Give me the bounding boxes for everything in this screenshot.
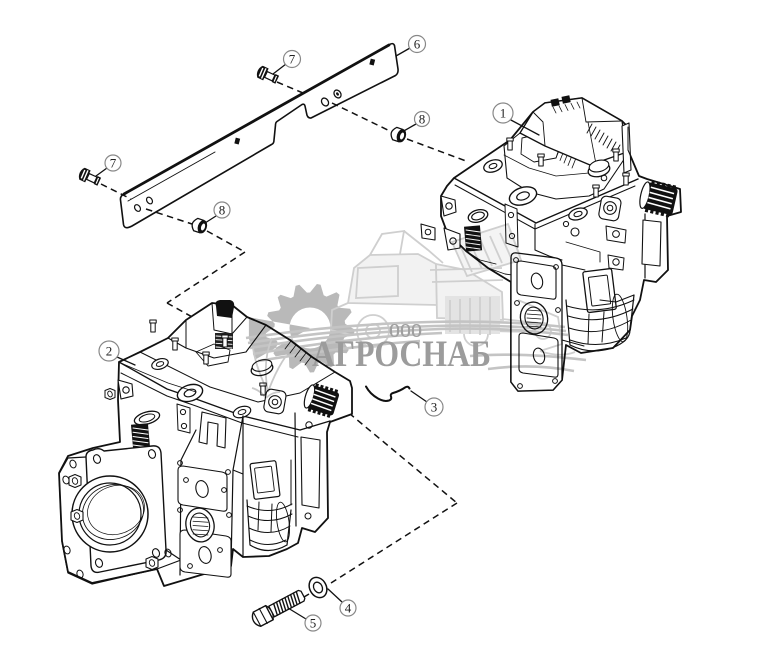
svg-text:1: 1 [500,106,507,121]
svg-text:7: 7 [110,156,117,171]
svg-text:5: 5 [310,616,317,631]
svg-text:4: 4 [345,601,352,616]
svg-text:3: 3 [431,400,438,415]
svg-text:АГРОСНАБ: АГРОСНАБ [312,334,491,375]
svg-text:2: 2 [106,344,113,359]
svg-text:8: 8 [419,112,426,127]
svg-text:7: 7 [289,52,296,67]
svg-text:6: 6 [414,37,421,52]
svg-text:ООО: ООО [389,320,422,342]
svg-text:8: 8 [219,203,226,218]
